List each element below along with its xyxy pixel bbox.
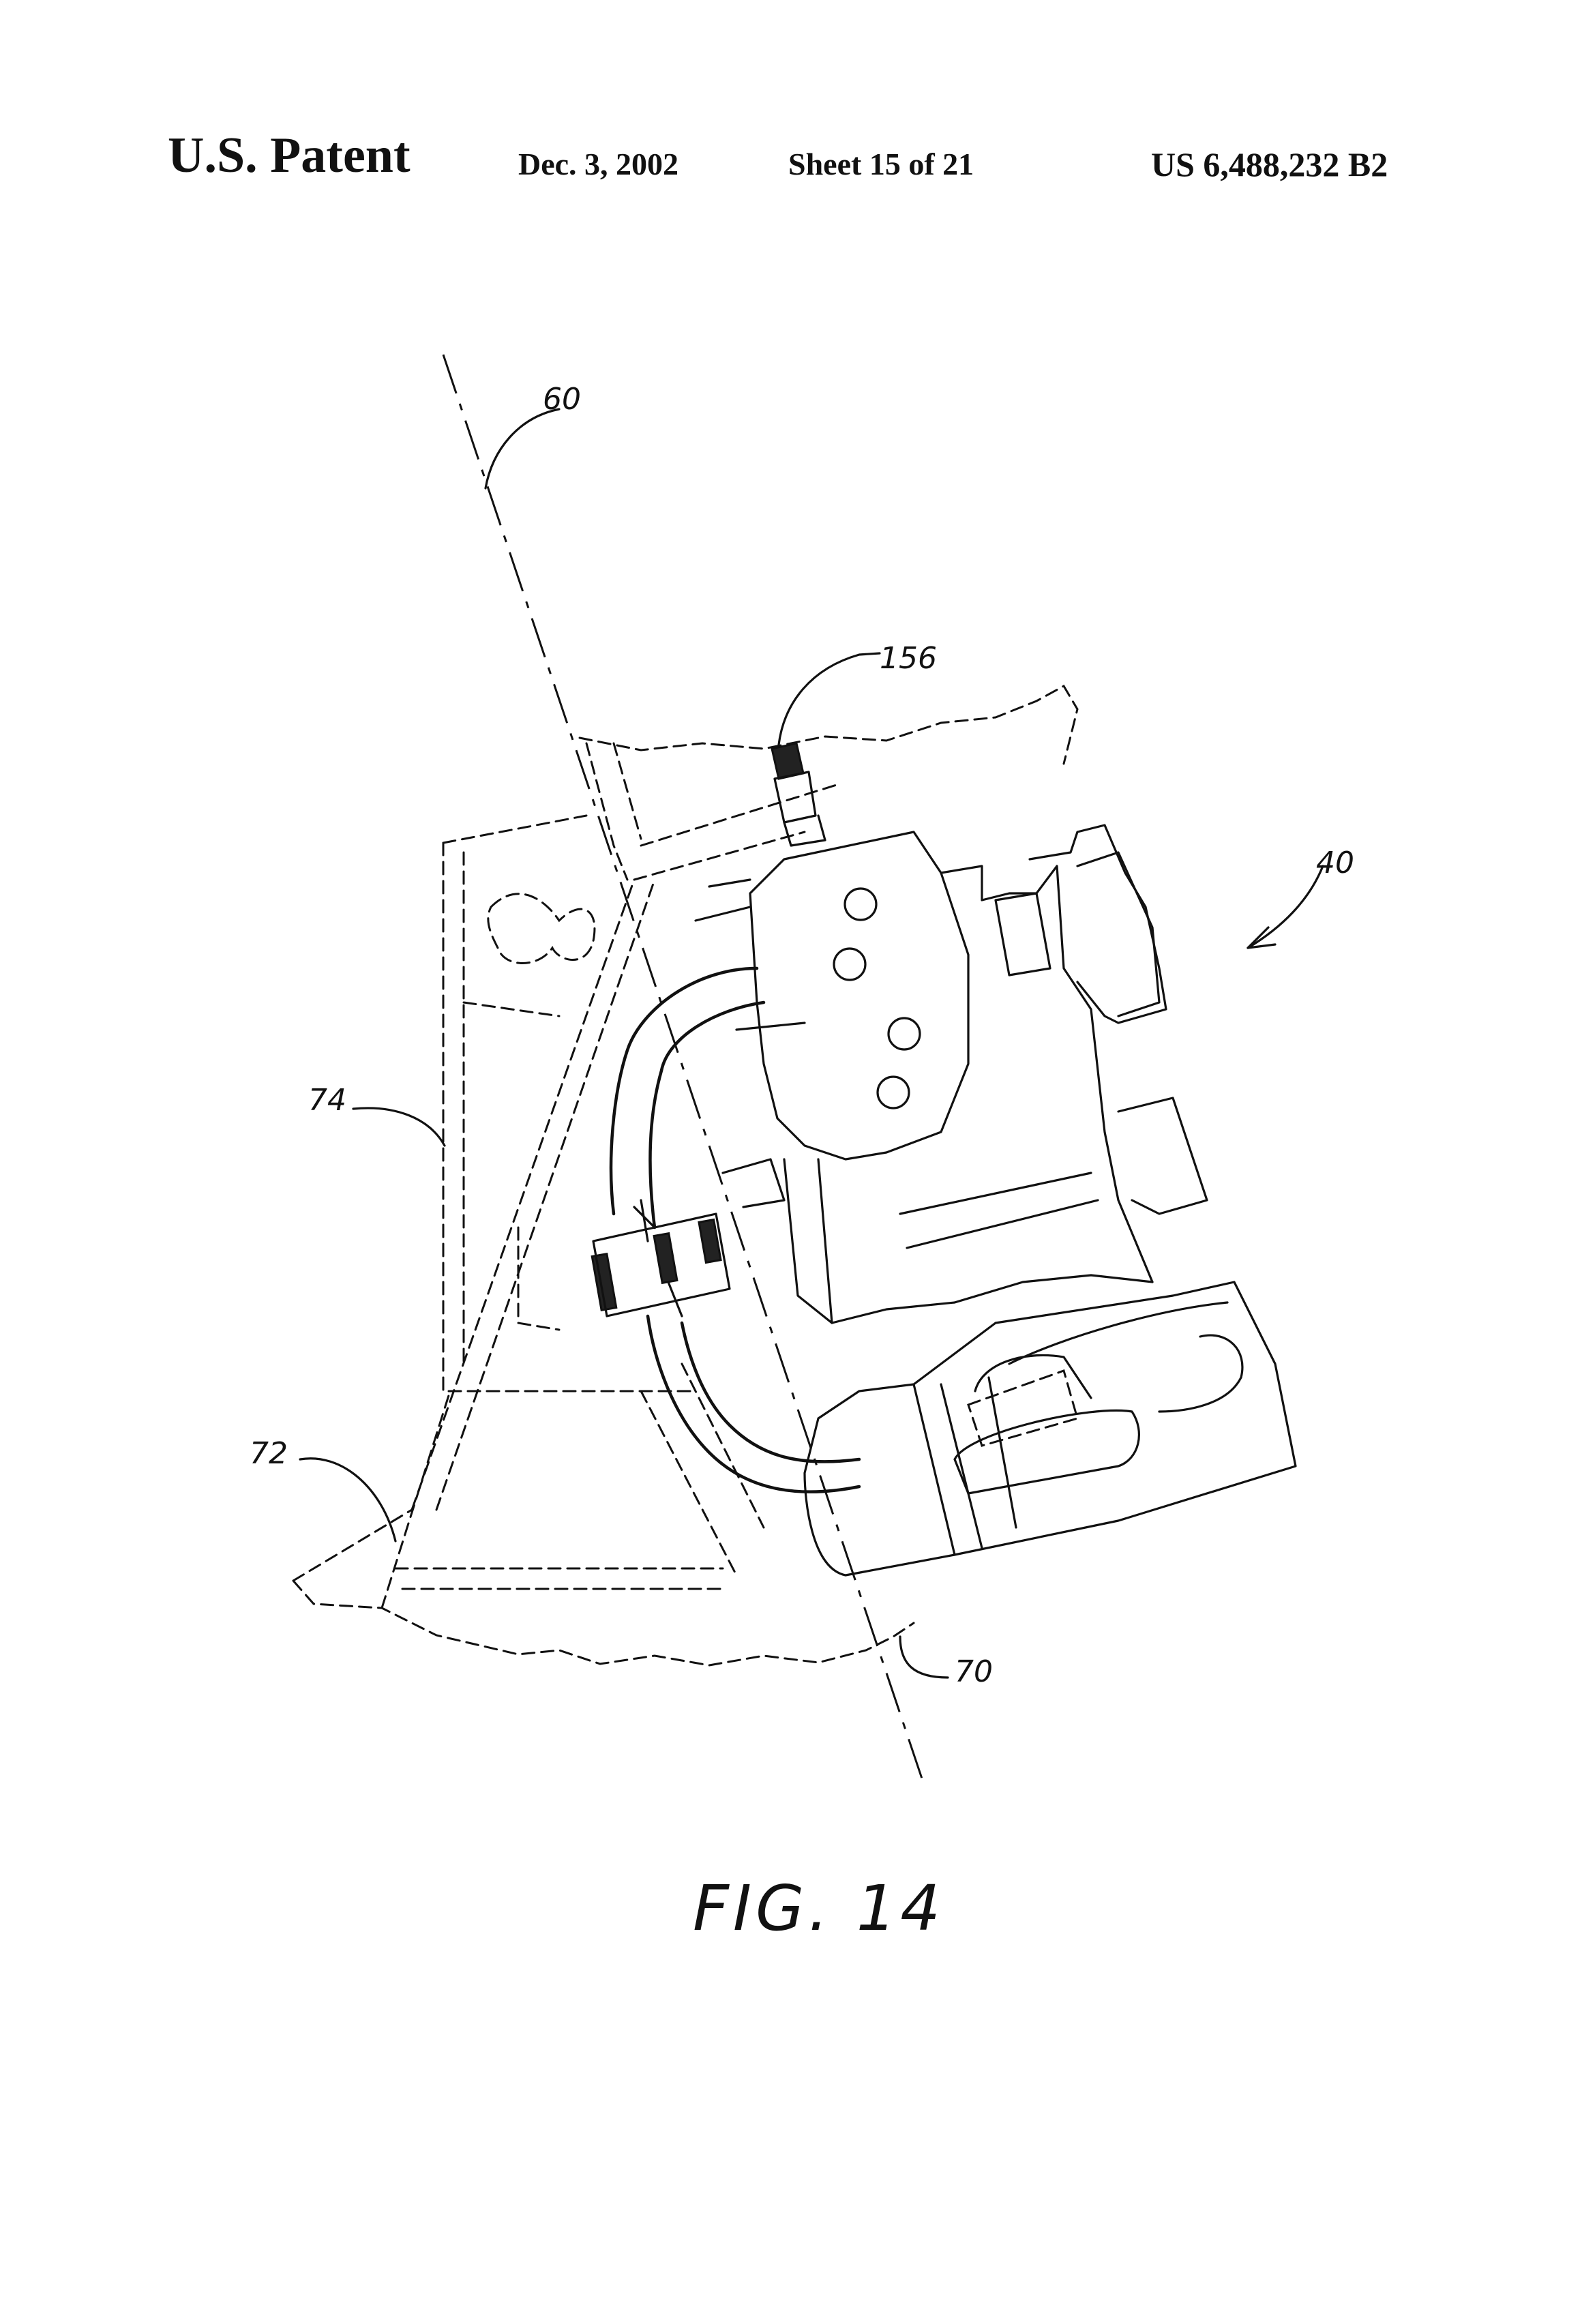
muffler [803, 1281, 1297, 1577]
header-patent-number: US 6,488,232 B2 [1151, 145, 1388, 183]
header-title: U.S. Patent [168, 128, 411, 183]
ref-72: 72 [250, 1436, 288, 1471]
header-date: Dec. 3, 2002 [518, 147, 679, 181]
fitting-156 [771, 742, 826, 847]
strut-72 [411, 878, 656, 1511]
exhaust-pipe [609, 966, 766, 1230]
strut-72-lower [380, 1390, 724, 1609]
figure-label: FIG. 14 [693, 1872, 944, 1945]
engine-40 [694, 824, 1208, 1324]
ref-40: 40 [1316, 846, 1354, 880]
ref-74: 74 [308, 1083, 346, 1118]
frame-74 [442, 814, 697, 1392]
spring-assembly [591, 1199, 731, 1317]
steering-axis-centerline [442, 354, 926, 1787]
leader-74 [352, 1107, 446, 1147]
leader-156 [777, 652, 881, 746]
leader-60 [484, 408, 561, 490]
mount-bracket [585, 742, 840, 881]
hull-outline [292, 1508, 915, 1667]
header-sheet-number: Sheet 15 of 21 [788, 147, 974, 181]
hull-upper-edge [578, 684, 1079, 765]
ref-156: 156 [880, 641, 937, 676]
lower-bracket [640, 1362, 765, 1577]
leader-72 [299, 1457, 397, 1543]
leader-70 [899, 1635, 949, 1679]
ref-70: 70 [955, 1654, 993, 1689]
ref-60: 60 [543, 382, 581, 417]
leader-40-arrow [1247, 926, 1277, 949]
leader-40 [1247, 865, 1324, 949]
exhaust-pipe-lower [646, 1314, 861, 1493]
